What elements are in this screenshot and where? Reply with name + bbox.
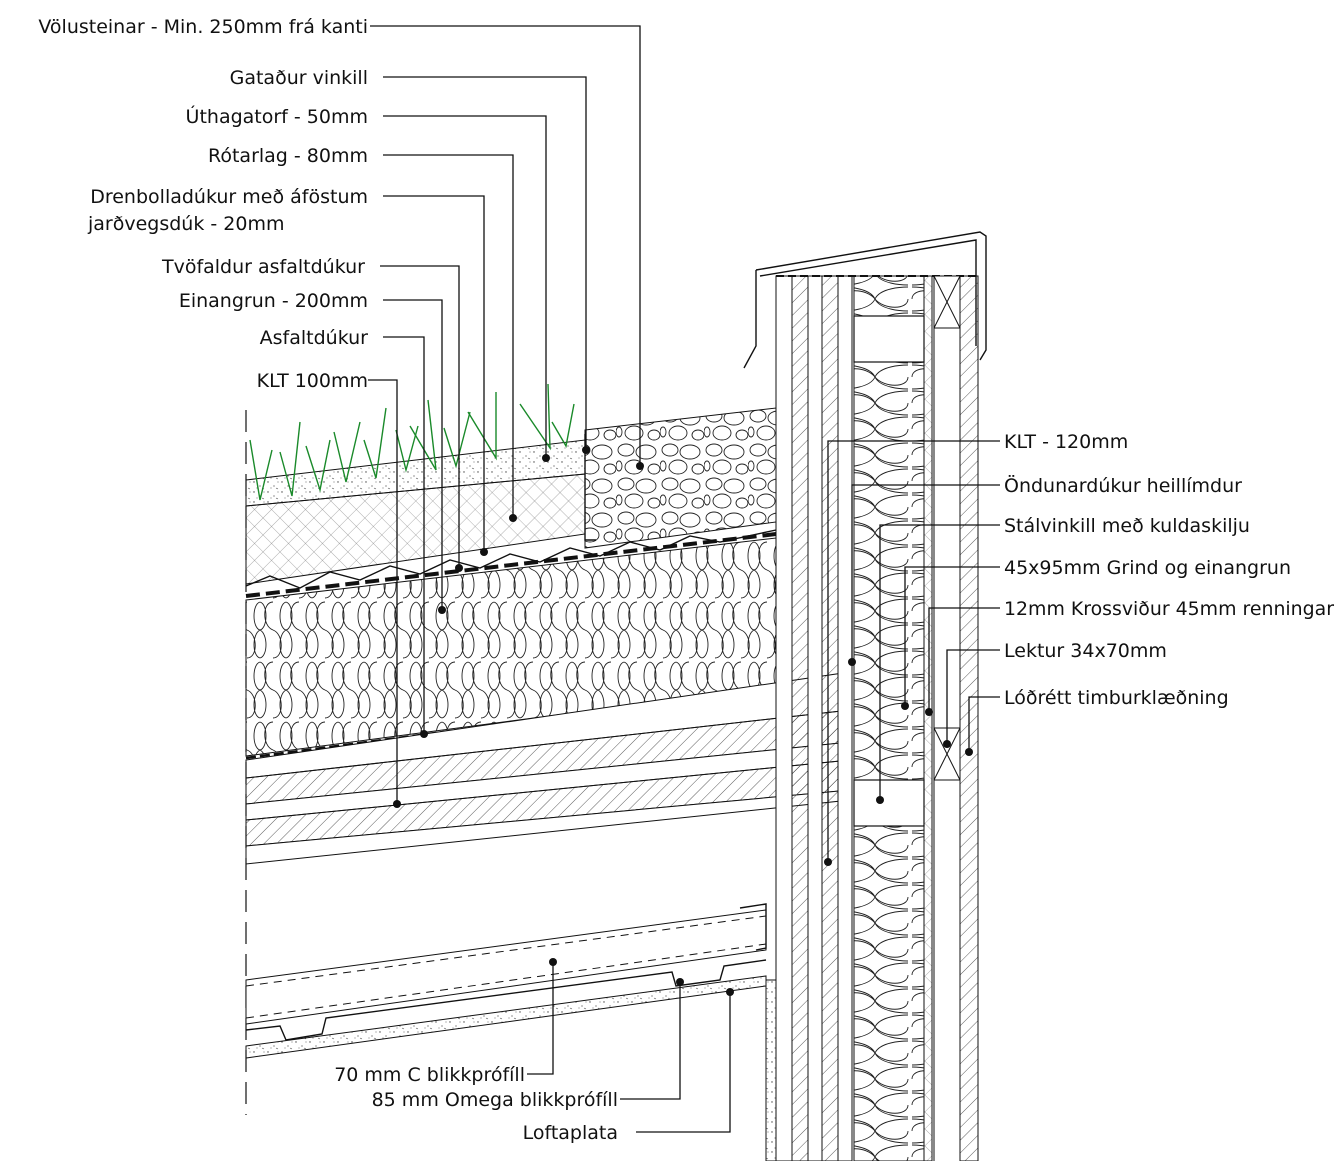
klt-wall-mid [807,275,823,1161]
ceiling-section [245,903,767,1059]
stud-top [853,315,925,363]
label-uthagatorf: Úthagatorf - 50mm [186,104,368,128]
label-c-profile: 70 mm C blikkprófíll [334,1064,525,1086]
label-krossvidur: 12mm Krossviður 45mm renningar [1004,598,1334,620]
grass [249,383,575,501]
double-asphalt-membrane [245,532,777,598]
label-ondunardukur: Öndunardúkur heillímdur [1004,474,1242,497]
omega-profile [245,959,767,1041]
klt-wall-inner [837,275,853,1161]
label-einangrun: Einangrun - 200mm [179,290,368,312]
label-grind: 45x95mm Grind og einangrun [1004,557,1291,579]
label-jardvegsduk: jarðvegsdúk - 20mm [87,213,285,235]
label-timburklaedning: Lóðrétt timburklæðning [1004,687,1229,709]
pebble-layer [584,407,777,549]
label-tvofaldur-asfaltdukur: Tvöfaldur asfaltdúkur [161,256,365,278]
klt-wall-hatch-1 [791,275,809,1161]
label-stalvinkill: Stálvinkill með kuldaskilju [1004,515,1250,537]
stud-bottom [853,779,925,827]
label-gatadur-vinkill: Gataður vinkill [230,67,368,89]
leader-dots [393,446,973,996]
klt-wall-hatch-2 [821,275,839,1161]
interior-lining [765,979,777,1161]
parapet-capping [755,231,987,361]
c-profile [245,909,767,1025]
label-klt-120: KLT - 120mm [1004,431,1128,453]
klt-wall-outer [775,275,793,1161]
bottom-labels: 70 mm C blikkprófíll 85 mm Omega blikkpr… [334,1064,618,1144]
label-omega-profile: 85 mm Omega blikkprófíll [372,1089,618,1111]
label-loftaplata: Loftaplata [523,1122,618,1144]
right-labels: KLT - 120mm Öndunardúkur heillímdur Stál… [1004,431,1334,709]
leader-lines [368,25,1000,1133]
left-labels: Völusteinar - Min. 250mm frá kanti Gatað… [38,16,368,392]
label-rotarlag: Rótarlag - 80mm [208,145,368,167]
plywood-strip [923,275,933,1161]
wall-insulation [853,275,925,1161]
wall-section [743,231,987,1161]
perforated-angle [584,434,596,541]
label-drenbolladukur: Drenbolladúkur með áföstum [90,186,368,208]
label-asfaltdukur: Asfaltdúkur [260,327,369,349]
label-klt-100: KLT 100mm [257,370,368,392]
label-volusteinar: Völusteinar - Min. 250mm frá kanti [38,16,368,38]
label-lektur: Lektur 34x70mm [1004,640,1167,662]
